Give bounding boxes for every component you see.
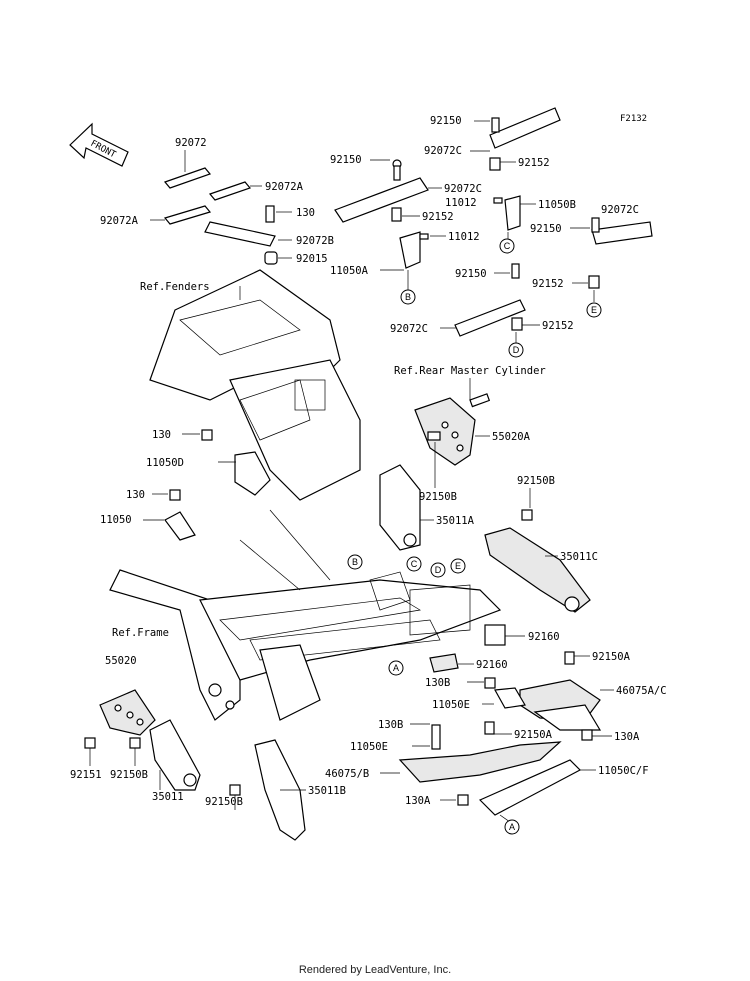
- part-130B-a[interactable]: 130B: [425, 677, 450, 689]
- part-92150-c[interactable]: 92150: [530, 223, 562, 235]
- part-92152-c[interactable]: 92152: [532, 278, 564, 290]
- part-11050B[interactable]: 11050B: [538, 199, 576, 211]
- brackets-left-upper: [143, 429, 271, 541]
- ref-fenders: Ref.Fenders: [140, 281, 210, 293]
- part-92072C-c[interactable]: 92072C: [601, 204, 639, 216]
- callout-d-top: D: [513, 345, 520, 355]
- part-92150A-b[interactable]: 92150A: [514, 729, 553, 741]
- part-11050E-b[interactable]: 11050E: [350, 741, 388, 753]
- callout-b-top: B: [405, 292, 411, 302]
- callout-c-top: C: [504, 241, 511, 251]
- part-46075B[interactable]: 46075/B: [325, 768, 369, 780]
- part-11050[interactable]: 11050: [100, 514, 132, 526]
- part-35011[interactable]: 35011: [152, 791, 184, 803]
- fender-assembly: [149, 269, 361, 501]
- part-92072B[interactable]: 92072B: [296, 235, 334, 247]
- callout-d-frame: D: [435, 565, 442, 575]
- footrest-bracket-left: [84, 689, 306, 841]
- part-11012-b[interactable]: 11012: [445, 197, 477, 209]
- part-130A-a[interactable]: 130A: [614, 731, 640, 743]
- part-92072C-a[interactable]: 92072C: [444, 183, 482, 195]
- part-92150B-d[interactable]: 92150B: [205, 796, 243, 808]
- callout-circles-top: [400, 238, 602, 358]
- part-92160-a[interactable]: 92160: [528, 631, 560, 643]
- part-35011B[interactable]: 35011B: [308, 785, 346, 797]
- part-92072[interactable]: 92072: [175, 137, 207, 149]
- part-92152-b[interactable]: 92152: [518, 157, 550, 169]
- part-92072C-b[interactable]: 92072C: [424, 145, 462, 157]
- part-92150B-b[interactable]: 92150B: [517, 475, 555, 487]
- part-11050A[interactable]: 11050A: [330, 265, 369, 277]
- part-92072A-upper[interactable]: 92072A: [265, 181, 304, 193]
- part-130B-b[interactable]: 130B: [378, 719, 403, 731]
- part-11050E-a[interactable]: 11050E: [432, 699, 470, 711]
- part-92150-b[interactable]: 92150: [430, 115, 462, 127]
- part-92152-d[interactable]: 92152: [542, 320, 574, 332]
- part-130-top[interactable]: 130: [296, 207, 315, 219]
- part-55020A[interactable]: 55020A: [492, 431, 531, 443]
- part-130A-b[interactable]: 130A: [405, 795, 431, 807]
- figure-code: F2132: [620, 114, 647, 124]
- callout-e-frame: E: [455, 561, 461, 571]
- callout-b-frame: B: [352, 557, 358, 567]
- strap-assembly-right: [470, 107, 561, 240]
- part-11050D[interactable]: 11050D: [146, 457, 184, 469]
- part-46075AC[interactable]: 46075A/C: [616, 685, 667, 697]
- part-92150-a[interactable]: 92150: [330, 154, 362, 166]
- grab-rail-assembly: [380, 651, 614, 823]
- callout-e-top: E: [591, 305, 597, 315]
- callout-a-bottom-circle: [504, 819, 520, 835]
- part-92150-d[interactable]: 92150: [455, 268, 487, 280]
- strap-assembly-d: [440, 263, 540, 344]
- footer-credit: Rendered by LeadVenture, Inc.: [298, 964, 452, 976]
- part-55020[interactable]: 55020: [105, 655, 137, 667]
- strap-assembly-far-right: [570, 217, 653, 302]
- callout-a-bottom: A: [509, 822, 515, 832]
- part-92160-b[interactable]: 92160: [476, 659, 508, 671]
- part-92151[interactable]: 92151: [70, 769, 102, 781]
- front-arrow-icon: FRONT: [69, 122, 129, 167]
- strap-parts-group: [150, 150, 292, 265]
- part-35011A[interactable]: 35011A: [436, 515, 475, 527]
- part-92150A-a[interactable]: 92150A: [592, 651, 631, 663]
- part-92152-a[interactable]: 92152: [422, 211, 454, 223]
- callout-a-frame: A: [393, 663, 399, 673]
- frame-assembly: [109, 509, 525, 721]
- part-130-c[interactable]: 130: [126, 489, 145, 501]
- callout-circles-frame: [347, 554, 466, 676]
- part-35011C[interactable]: 35011C: [560, 551, 598, 563]
- ref-frame: Ref.Frame: [112, 627, 169, 639]
- ref-rear-master-cylinder: Ref.Rear Master Cylinder: [394, 365, 546, 377]
- part-92015[interactable]: 92015: [296, 253, 328, 265]
- strap-assembly-center: [334, 159, 446, 290]
- part-92150B-a[interactable]: 92150B: [419, 491, 457, 503]
- part-11012-a[interactable]: 11012: [448, 231, 480, 243]
- callout-c-frame: C: [411, 559, 418, 569]
- part-130-b[interactable]: 130: [152, 429, 171, 441]
- bracket-35011C: [484, 488, 591, 613]
- part-92072C-d[interactable]: 92072C: [390, 323, 428, 335]
- footrest-bracket-right: [379, 393, 491, 551]
- part-92150B-c[interactable]: 92150B: [110, 769, 148, 781]
- part-11050CF[interactable]: 11050C/F: [598, 765, 649, 777]
- part-92072A-lower[interactable]: 92072A: [100, 215, 139, 227]
